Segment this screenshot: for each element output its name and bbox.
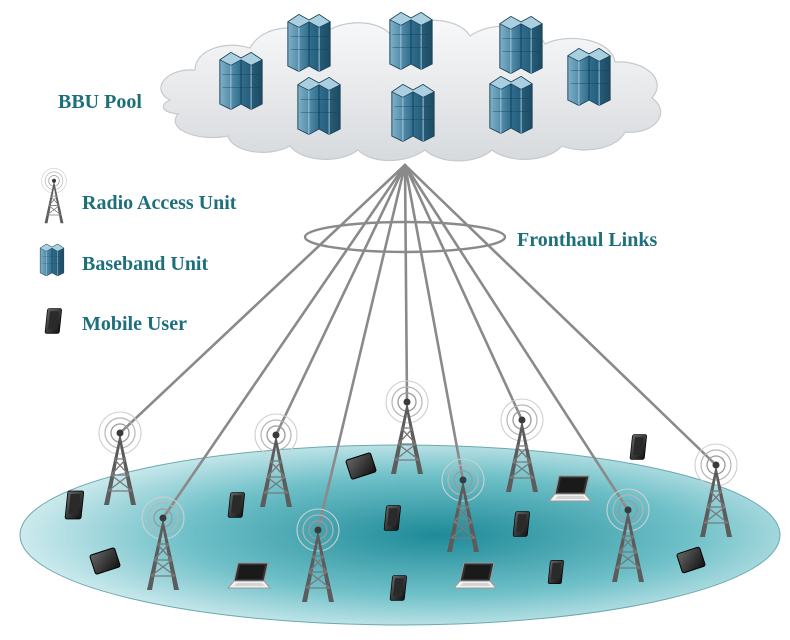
server-icon bbox=[389, 12, 433, 70]
mobile-user-icon bbox=[512, 511, 531, 537]
server-icon bbox=[287, 14, 331, 72]
legend-baseband-unit-icon bbox=[39, 243, 65, 277]
mobile-user-icon bbox=[383, 505, 402, 531]
mobile-user-icon bbox=[629, 434, 648, 460]
mobile-user-icon bbox=[64, 490, 85, 520]
mobile-users bbox=[64, 434, 706, 601]
mobile-user-icon bbox=[547, 559, 565, 585]
legend-baseband-unit-label: Baseband Unit bbox=[82, 253, 208, 275]
tablet-icon bbox=[676, 546, 706, 574]
bbu-pool-label: BBU Pool bbox=[58, 91, 142, 113]
server-icon bbox=[391, 84, 435, 142]
legend-radio-access-unit-icon bbox=[41, 167, 67, 224]
mobile-user-icon bbox=[389, 575, 408, 601]
server-icon bbox=[499, 16, 543, 74]
fronthaul-ring bbox=[303, 220, 507, 254]
legend-radio-access-unit-label: Radio Access Unit bbox=[82, 192, 237, 214]
server-icon bbox=[297, 77, 341, 135]
fronthaul-links-label: Fronthaul Links bbox=[517, 229, 657, 251]
tablet-icon bbox=[89, 547, 121, 575]
mobile-user-icon bbox=[227, 492, 246, 518]
server-icon bbox=[489, 76, 533, 134]
tablet-icon bbox=[345, 452, 377, 480]
legend-mobile-user-icon bbox=[44, 308, 63, 334]
server-icon bbox=[567, 48, 611, 106]
legend-mobile-user-label: Mobile User bbox=[82, 313, 187, 335]
server-icon bbox=[219, 52, 263, 110]
legend bbox=[39, 167, 67, 334]
